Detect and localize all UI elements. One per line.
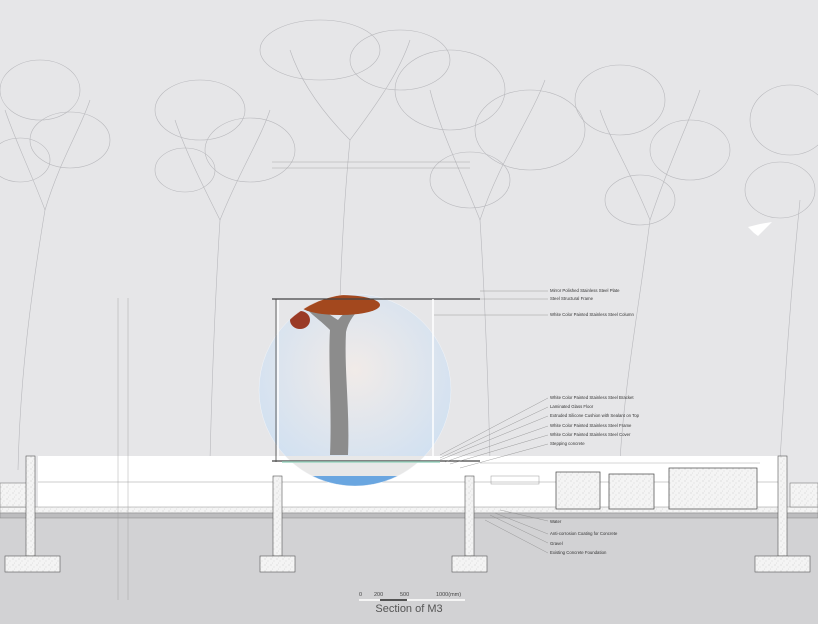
drawing-title: Section of M3 [375,603,443,615]
scale-tick-label: 500 [400,592,410,598]
tree-sketch [744,84,818,461]
tree-sketch [0,59,111,471]
leader-lines [434,290,549,554]
bird-silhouette-icon [748,222,772,236]
scale-tick-label: 0 [359,592,363,598]
foundation-piers [4,455,811,573]
callout-label: Laminated Glass Floor [550,404,594,409]
callout-label: Extruded Silicone Cushion with Sealant o… [550,413,640,418]
callout-label: Gravel [550,541,563,546]
tree-sketch [259,19,451,301]
tree-sketch [574,64,731,461]
slab [0,512,818,519]
callout-label: Mirror Polished Stainless Steel Plate [550,288,620,293]
callout-label: White Color Painted Stainless Steel Brac… [550,395,634,400]
ground-fill [0,518,818,624]
stepping-concrete [555,467,758,510]
callout-label: White Color Painted Stainless Steel Fram… [550,423,632,428]
callout-label: Steel Structural Frame [550,296,593,301]
pavilion-frame [272,298,480,463]
tree-photo-icon [259,294,451,486]
dimension-lines [117,161,760,600]
callout-label: Stepping concrete [550,441,585,446]
scale-tick-label: 1000(mm) [436,592,462,598]
callout-label: White Color Painted Stainless Steel Cove… [550,432,631,437]
callout-label: Water [550,519,562,524]
callout-label: White Color Painted Stainless Steel Colu… [550,312,634,317]
scale-tick-label: 200 [374,592,384,598]
callout-label: Existing Concrete Foundation [550,550,607,555]
tree-sketch [154,79,296,461]
callout-label: Anti-corrosion Coating for Concrete [550,531,618,536]
background-trees [0,19,818,471]
